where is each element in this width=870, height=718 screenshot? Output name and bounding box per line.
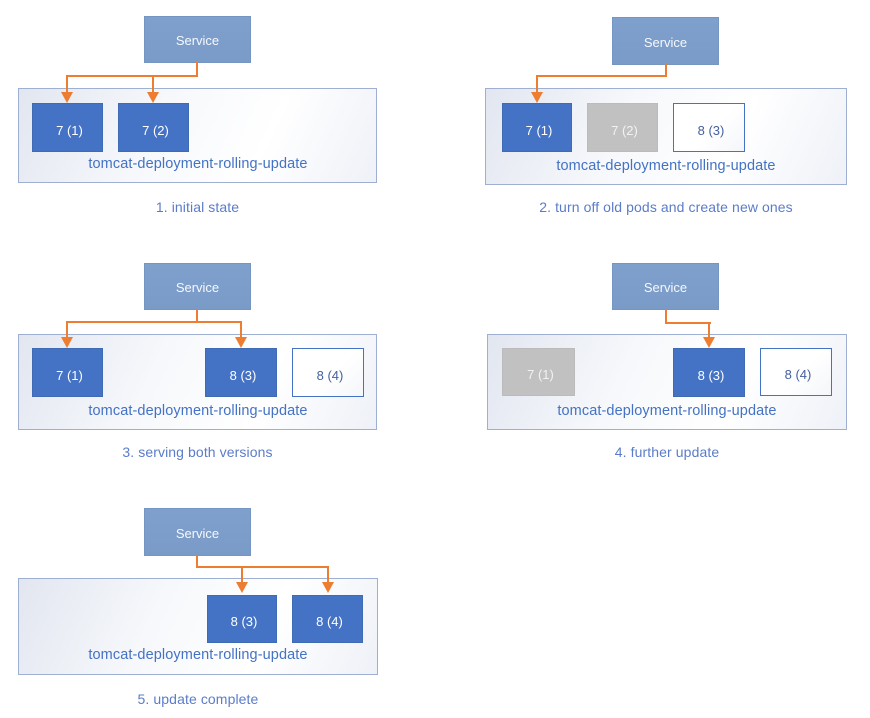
arrow-line: [66, 321, 68, 339]
pod-label: 8 (3): [697, 122, 725, 138]
pod-label: 8 (4): [316, 367, 344, 383]
panel-caption: 1. initial state: [155, 199, 240, 215]
arrow-line: [66, 75, 198, 77]
arrow-line: [66, 321, 242, 323]
service-box: Service: [612, 17, 719, 65]
pod-label: 7 (2): [142, 122, 169, 138]
arrow-head-icon: [322, 582, 334, 593]
pod-label: 8 (4): [784, 367, 812, 382]
arrow-head-icon: [236, 582, 248, 593]
arrow-head-icon: [235, 337, 247, 348]
pod-box: 8 (4): [292, 595, 363, 643]
pod-box: 8 (3): [207, 595, 277, 643]
arrow-line: [66, 75, 68, 93]
pod-label: 8 (4): [316, 614, 343, 629]
arrow-line: [665, 322, 711, 324]
arrow-head-icon: [61, 337, 73, 348]
arrow-line: [665, 309, 667, 324]
pod-label: 7 (1): [527, 367, 554, 382]
arrow-head-icon: [61, 92, 73, 103]
pod-box: 8 (4): [292, 348, 364, 397]
panel-caption: 4. further update: [614, 444, 720, 460]
pod-label: 7 (1): [525, 122, 553, 138]
service-box: Service: [144, 16, 251, 63]
pod-box: 8 (3): [205, 348, 277, 397]
pod-box: 7 (1): [32, 348, 103, 397]
arrow-line: [327, 566, 329, 584]
arrow-line: [536, 75, 538, 93]
deployment-label: tomcat-deployment-rolling-update: [557, 403, 777, 419]
deployment-label: tomcat-deployment-rolling-update: [88, 156, 308, 172]
pod-box: 7 (1): [502, 103, 572, 152]
deployment-label: tomcat-deployment-rolling-update: [556, 158, 776, 174]
arrow-head-icon: [531, 92, 543, 103]
pod-label: 8 (3): [229, 367, 257, 383]
pod-box: 8 (3): [673, 348, 745, 397]
service-box: Service: [612, 263, 719, 310]
arrow-line: [196, 62, 198, 77]
service-label: Service: [175, 280, 220, 295]
arrow-line: [196, 555, 198, 568]
service-box: Service: [144, 263, 251, 310]
service-label: Service: [175, 525, 220, 541]
deployment-label: tomcat-deployment-rolling-update: [88, 647, 308, 663]
arrow-line: [196, 566, 329, 568]
service-label: Service: [175, 33, 220, 48]
pod-box: 8 (3): [673, 103, 745, 152]
arrow-line: [196, 309, 198, 323]
pod-label: 8 (3): [697, 367, 725, 383]
pod-box: 7 (1): [32, 103, 103, 152]
service-box: Service: [144, 508, 251, 556]
deployment-label: tomcat-deployment-rolling-update: [88, 403, 308, 419]
pod-box: 7 (2): [118, 103, 189, 152]
arrow-line: [665, 64, 667, 77]
pod-label: 8 (3): [230, 614, 258, 629]
arrow-line: [241, 566, 243, 584]
arrow-line: [240, 321, 242, 339]
panel-caption: 3. serving both versions: [122, 444, 273, 460]
panel-caption: 5. update complete: [137, 691, 259, 707]
pod-box: 7 (1): [502, 348, 575, 396]
arrow-line: [536, 75, 667, 77]
pod-label: 7 (1): [56, 122, 83, 138]
pod-box: 8 (4): [760, 348, 832, 396]
panel-caption: 2. turn off old pods and create new ones: [539, 199, 793, 215]
service-label: Service: [643, 34, 688, 50]
arrow-line: [708, 322, 710, 339]
arrow-head-icon: [703, 337, 715, 348]
pod-label: 7 (2): [611, 122, 638, 138]
pod-box: 7 (2): [587, 103, 658, 152]
arrow-head-icon: [147, 92, 159, 103]
service-label: Service: [643, 280, 688, 295]
pod-label: 7 (1): [56, 367, 83, 383]
arrow-line: [152, 75, 154, 93]
